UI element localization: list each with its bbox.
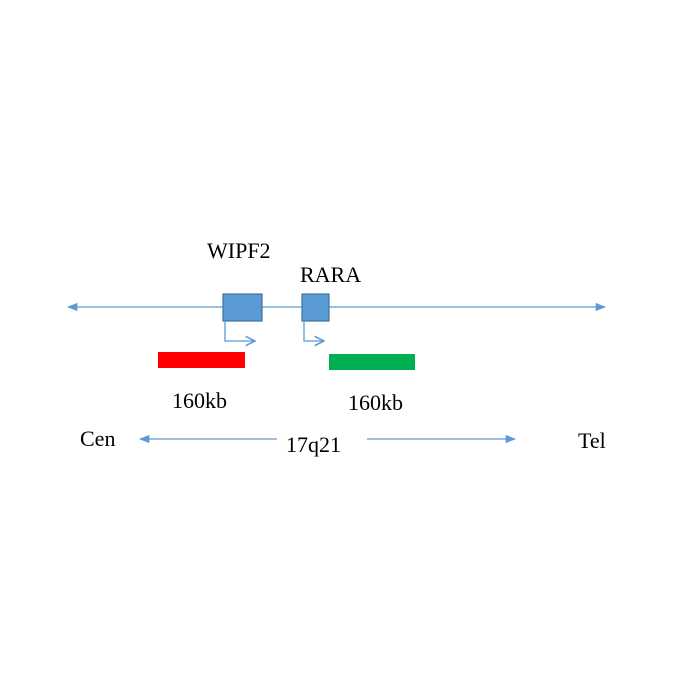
- gene-box-wipf2: [222, 293, 263, 322]
- gene-box-rara: [301, 293, 330, 322]
- probe-bar-red: [158, 352, 245, 368]
- probe-bar-green: [329, 354, 415, 370]
- centromere-label: Cen: [80, 426, 115, 451]
- gene-label-wipf2: WIPF2: [207, 238, 271, 263]
- band-label: 17q21: [286, 432, 341, 457]
- transcription-arrow-rara: [303, 322, 324, 341]
- probe-size-label-green: 160kb: [348, 390, 403, 415]
- telomere-label: Tel: [578, 428, 606, 453]
- gene-label-rara: RARA: [300, 262, 361, 287]
- transcription-arrow-wipf2: [224, 322, 255, 341]
- probe-size-label-red: 160kb: [172, 388, 227, 413]
